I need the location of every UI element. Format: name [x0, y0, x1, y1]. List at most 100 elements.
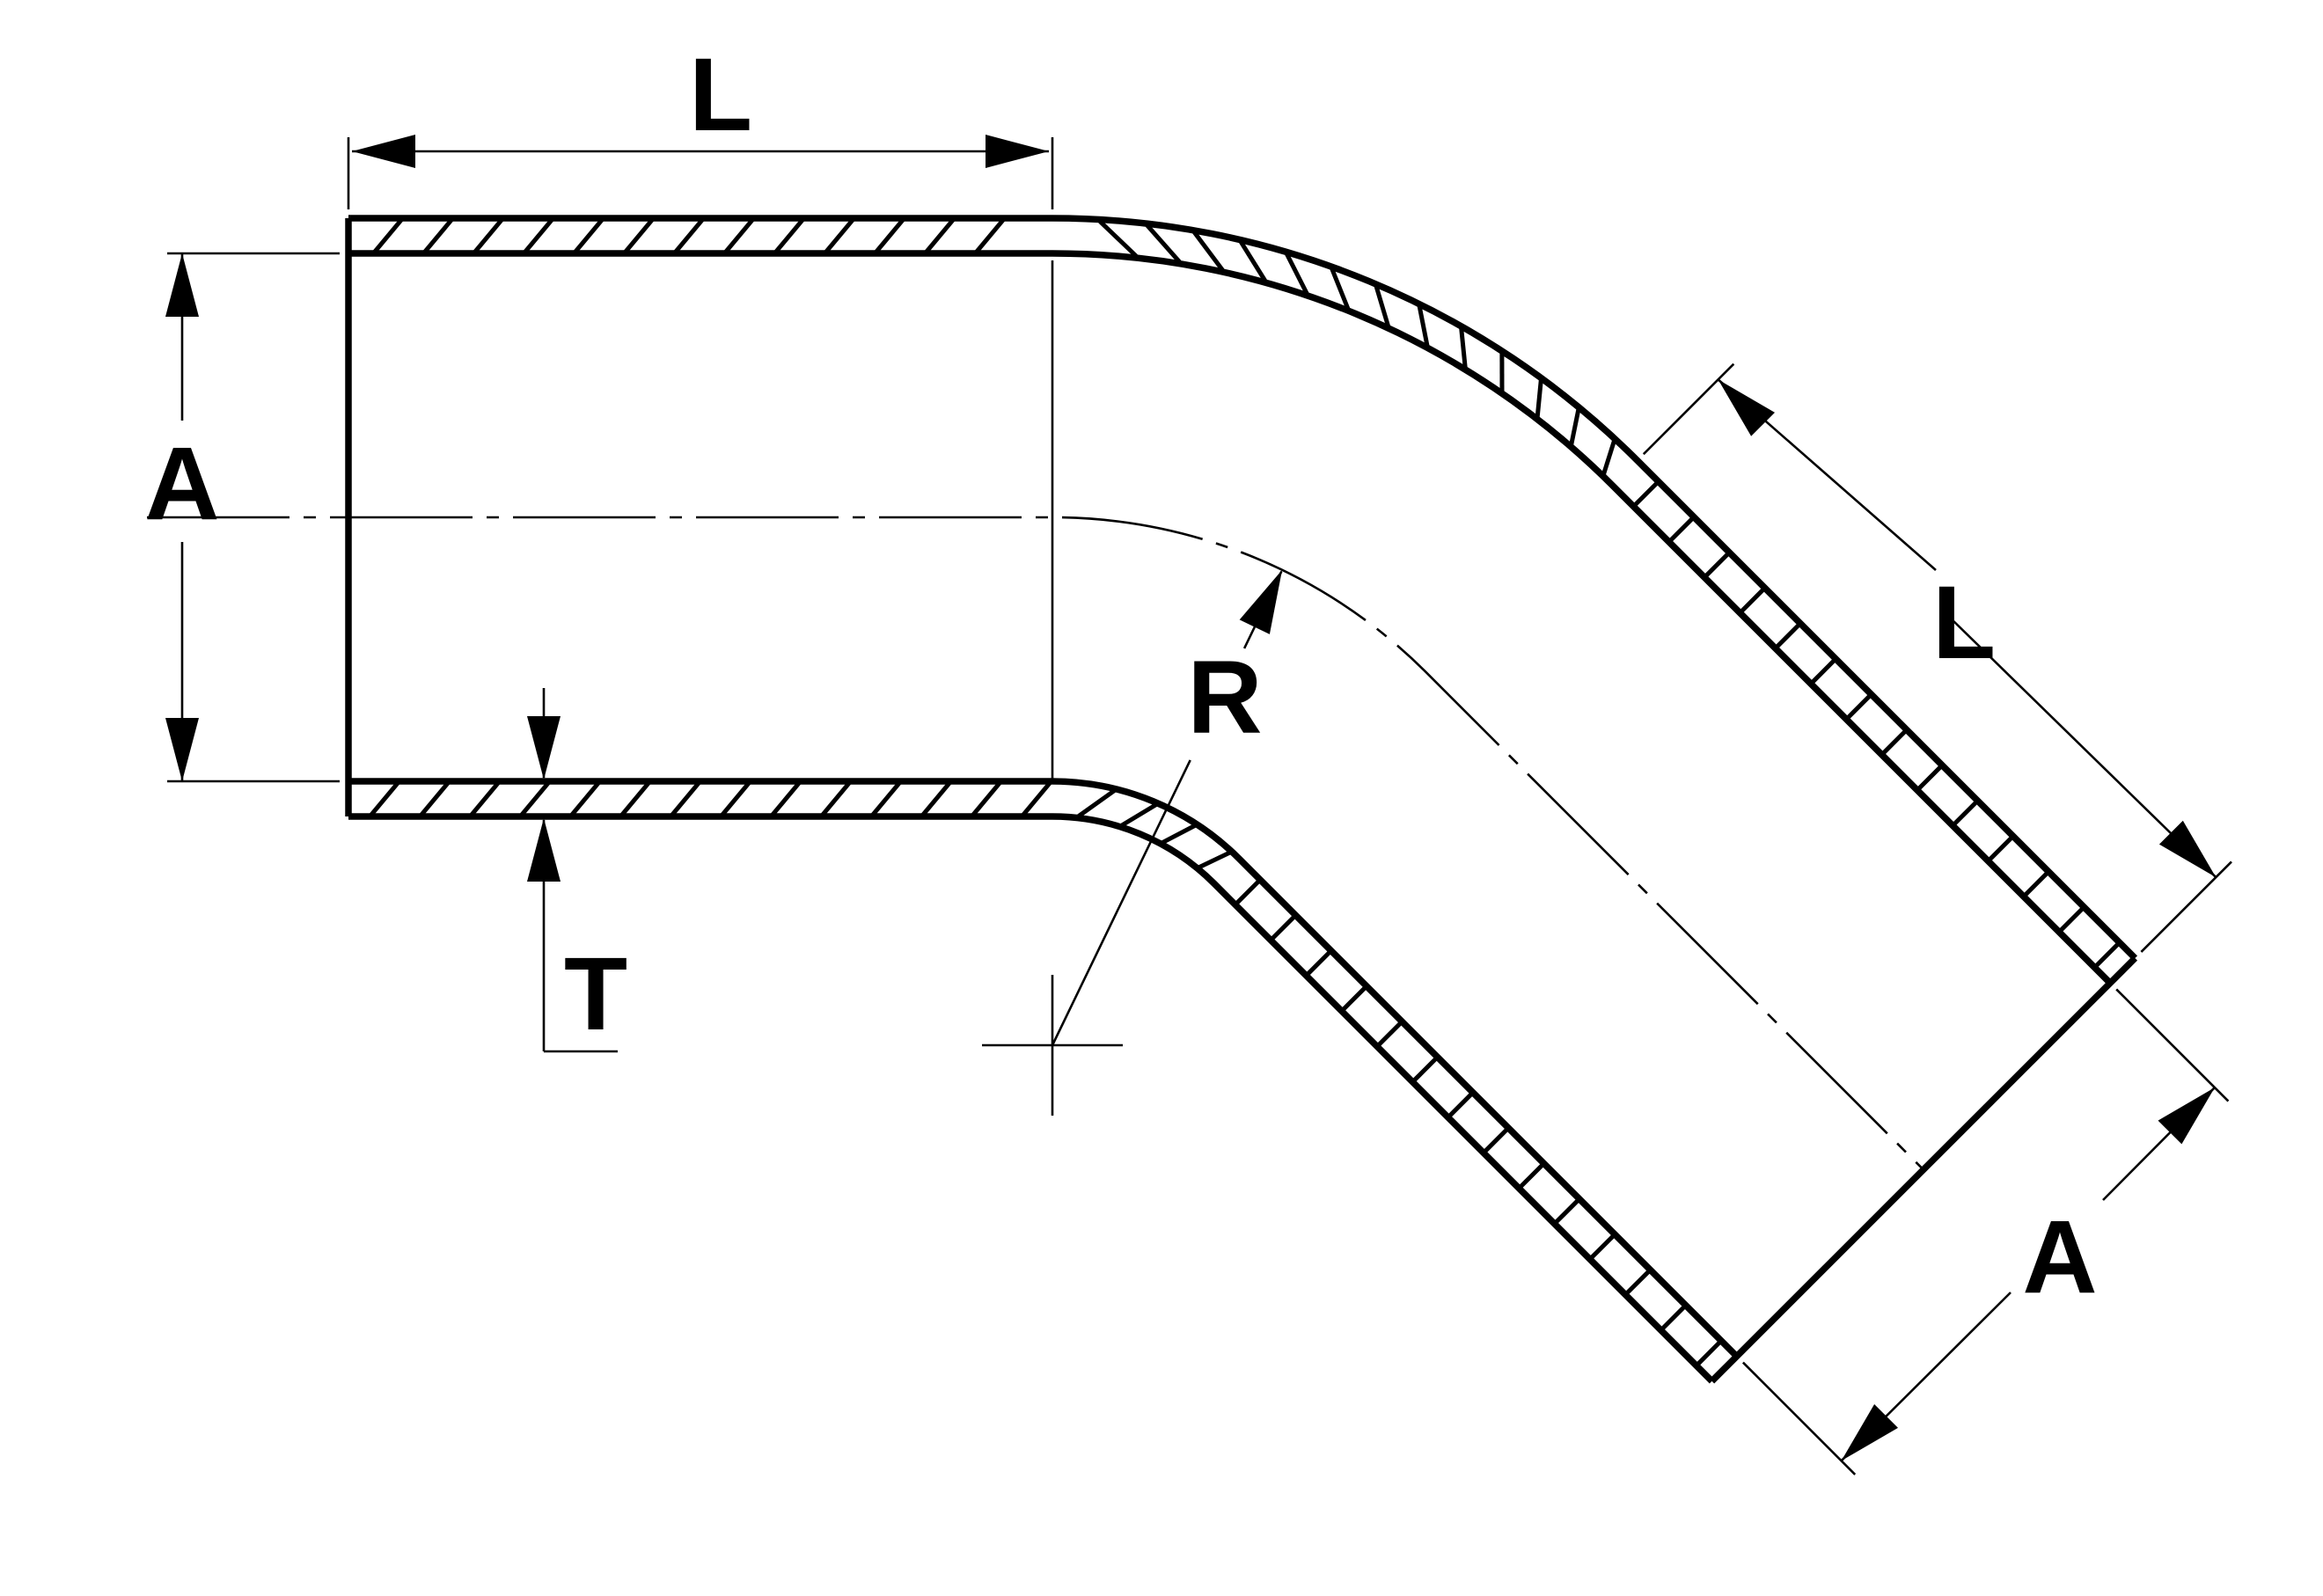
drawing-line: [1417, 305, 1430, 347]
dimension-arrowhead: [986, 135, 1049, 168]
drawing-line: [925, 218, 955, 253]
dimension-arrowhead: [1718, 379, 1775, 436]
drawing-line: [570, 781, 600, 816]
drawing-line: [1552, 1197, 1581, 1226]
drawing-line: [1695, 1339, 1723, 1367]
hatch-layer: [370, 218, 2121, 1367]
drawing-line: [1601, 440, 1616, 475]
drawing-line: [2022, 869, 2050, 898]
drawing-line: [1374, 285, 1390, 327]
drawing-line: [1588, 1233, 1616, 1261]
drawing-line: [1411, 1055, 1440, 1084]
tube-outer-top-wall: [348, 215, 2138, 961]
drawing-line: [1738, 586, 1767, 615]
drawing-line: [875, 218, 905, 253]
drawing-line: [971, 781, 1001, 816]
drawing-line: [1304, 948, 1333, 977]
drawing-line: [1198, 850, 1232, 870]
dimension-arrowhead: [527, 716, 561, 780]
radius-callout-layer: [982, 571, 1283, 1116]
drawing-line: [1459, 327, 1468, 368]
drawing-line: [771, 781, 801, 816]
drawing-line: [423, 218, 453, 253]
drawing-line: [370, 781, 399, 816]
drawing-line: [1098, 219, 1138, 258]
drawing-line: [1642, 362, 1735, 456]
drawing-line: [2115, 988, 2230, 1102]
drawing-line: [2140, 860, 2232, 953]
drawing-line: [871, 781, 901, 816]
drawing-line: [1703, 551, 1732, 580]
drawing-line: [470, 781, 500, 816]
dimension-arrowhead: [1239, 569, 1283, 634]
drawing-line: [674, 218, 704, 253]
dim-label-length_straight: L: [689, 37, 752, 153]
dim-label-inner_diameter_end: A: [2022, 1199, 2097, 1315]
drawing-line: [1192, 231, 1225, 272]
dim-label-length_leg: L: [1932, 565, 1996, 681]
drawing-line: [1517, 1161, 1546, 1190]
drawing-line: [1569, 408, 1581, 445]
drawing-line: [1951, 799, 1980, 828]
drawing-line: [975, 218, 1005, 253]
drawing-line: [1482, 1126, 1511, 1155]
drawing-line: [1916, 764, 1944, 792]
dimension-arrowhead: [165, 718, 199, 781]
tube-inner-bottom-wall: [348, 778, 1740, 1359]
drawing-line: [1809, 657, 1837, 685]
drawing-line: [2092, 941, 2121, 970]
dimension-layer: [167, 137, 2232, 1475]
drawing-line: [1120, 802, 1158, 828]
drawing-line: [1773, 621, 1802, 650]
drawing-line: [1330, 267, 1351, 310]
drawing-line: [620, 781, 650, 816]
drawing-line: [2057, 905, 2086, 934]
drawing-line: [1022, 781, 1052, 816]
drawing-line: [1986, 834, 2015, 863]
dim-label-bend_radius: R: [1187, 640, 1262, 756]
dimension-arrowhead: [2158, 820, 2217, 878]
dimension-arrowhead: [527, 818, 561, 882]
drawing-line: [1631, 480, 1660, 509]
drawing-line: [373, 218, 403, 253]
drawing-line: [1239, 240, 1267, 282]
drawing-line: [1051, 759, 1191, 1046]
drawing-line: [1077, 788, 1117, 818]
drawing-line: [473, 218, 503, 253]
label-layer: L A T R L A: [144, 37, 2097, 1315]
drawing-line: [1340, 985, 1368, 1013]
tube-wall-layer: [345, 215, 2138, 1384]
drawing-line: [1741, 1361, 1857, 1475]
drawing-line: [1623, 1268, 1652, 1297]
drawing-line: [624, 218, 654, 253]
drawing-line: [1145, 223, 1182, 264]
drawing-line: [1446, 1090, 1475, 1119]
tube-right-end-face: [1709, 955, 2138, 1384]
drawing-line: [724, 218, 754, 253]
dimension-arrowhead: [352, 135, 415, 168]
drawing-line: [921, 781, 951, 816]
drawing-line: [1659, 1303, 1688, 1332]
drawing-line: [1161, 823, 1197, 845]
drawing-line: [1285, 253, 1309, 295]
drawing-line: [420, 781, 450, 816]
dimension-arrowhead: [2158, 1087, 2215, 1145]
arrowhead-layer: [165, 135, 2217, 1461]
drawing-line: [1234, 878, 1262, 906]
drawing-line: [1880, 728, 1909, 757]
drawing-line: [671, 781, 700, 816]
tube-inner-top-wall: [348, 250, 2113, 985]
drawing-line: [821, 781, 851, 816]
drawing-line: [1667, 515, 1696, 544]
drawing-line: [524, 218, 553, 253]
dim-label-wall_thickness: T: [564, 936, 627, 1052]
drawing-line: [520, 781, 550, 816]
tube-centerline: [147, 516, 1924, 1171]
dimension-arrowhead: [165, 253, 199, 317]
tube-outer-bottom-wall: [348, 813, 1715, 1384]
centerline-layer: [147, 516, 1924, 1171]
drawing-line: [574, 218, 604, 253]
drawing-line: [1535, 379, 1543, 418]
